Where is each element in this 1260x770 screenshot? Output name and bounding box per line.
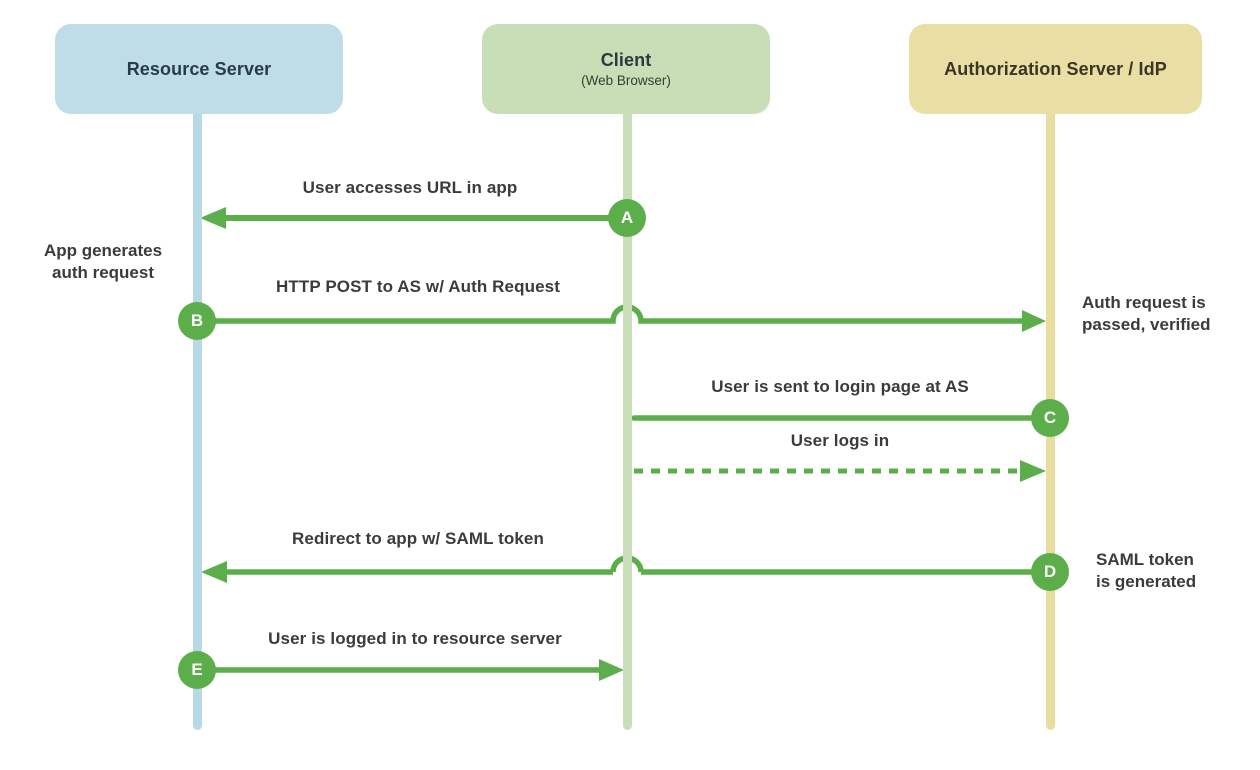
note-line: is generated xyxy=(1096,572,1197,592)
message-label-e: User is logged in to resource server xyxy=(268,629,562,648)
step-badge-e: E xyxy=(178,651,216,689)
lane-title: Authorization Server / IdP xyxy=(944,58,1167,79)
lane-subtitle: (Web Browser) xyxy=(581,73,671,88)
note-app-generates-auth-request: App generates auth request xyxy=(30,240,176,284)
lane-header-resource-server: Resource Server xyxy=(55,24,343,114)
message-label-c: User is sent to login page at AS xyxy=(711,377,969,396)
arrow-login-dashed xyxy=(634,460,1046,482)
message-label-user-logs-in: User logs in xyxy=(790,431,890,450)
step-badge-c: C xyxy=(1031,399,1069,437)
note-line: Auth request is xyxy=(1082,293,1206,312)
lane-title: Client xyxy=(600,50,652,70)
note-line: SAML token xyxy=(1096,550,1194,569)
arrow-e xyxy=(197,659,624,681)
arrowhead-left-d xyxy=(201,561,227,583)
note-line: auth request xyxy=(51,263,155,283)
lifeline-resource-server xyxy=(193,113,202,730)
note-auth-request-verified: Auth request is passed, verified xyxy=(1082,292,1211,336)
arrowhead-right-b xyxy=(1022,310,1046,332)
lane-header-client: Client (Web Browser) xyxy=(482,24,770,114)
lane-header-authorization-server: Authorization Server / IdP xyxy=(909,24,1202,114)
step-badge-d: D xyxy=(1031,553,1069,591)
lifeline-client xyxy=(623,113,632,730)
message-label-d: Redirect to app w/ SAML token xyxy=(292,529,544,548)
message-label-a: User accesses URL in app xyxy=(302,178,518,197)
note-saml-token-generated: SAML token is generated xyxy=(1096,549,1196,593)
arrow-a xyxy=(200,207,627,229)
arrowhead-right-e xyxy=(599,659,624,681)
note-line: passed, verified xyxy=(1082,315,1211,335)
arrowhead-right-login xyxy=(1020,460,1046,482)
lane-title: Resource Server xyxy=(126,58,272,79)
step-badge-a: A xyxy=(608,199,646,237)
note-line: App generates xyxy=(43,241,163,260)
arrowhead-left-a xyxy=(200,207,226,229)
message-label-b: HTTP POST to AS w/ Auth Request xyxy=(276,277,560,296)
step-badge-b: B xyxy=(178,302,216,340)
arrow-b xyxy=(197,304,1046,332)
